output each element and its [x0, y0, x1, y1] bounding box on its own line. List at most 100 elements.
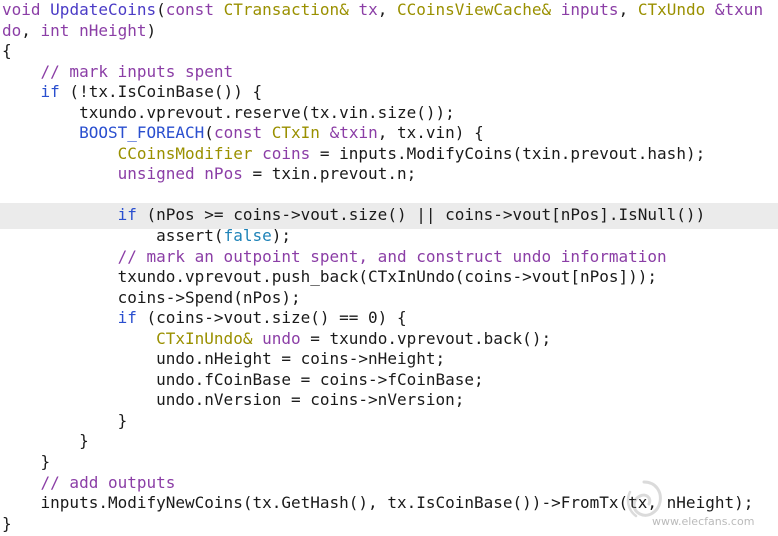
code-line[interactable]: CCoinsModifier coins = inputs.ModifyCoin… — [0, 144, 778, 165]
code-token: &txin — [329, 123, 378, 143]
code-token: } — [2, 513, 12, 533]
code-token: undo.fCoinBase = coins->fCoinBase; — [2, 369, 484, 389]
code-token — [320, 123, 330, 142]
code-token: const — [165, 0, 214, 19]
code-line[interactable]: } — [0, 514, 778, 535]
code-token: = inputs.ModifyCoins(txin.prevout.hash); — [310, 143, 706, 163]
code-token: nPos — [204, 164, 243, 184]
code-token — [2, 164, 118, 183]
code-line[interactable]: } — [0, 452, 778, 473]
code-token: undo — [262, 328, 301, 348]
code-token: // mark inputs spent — [40, 61, 234, 81]
code-token: coins — [262, 143, 311, 163]
code-line[interactable]: } — [0, 431, 778, 452]
code-token: , — [21, 20, 41, 40]
code-token: CCoinsViewCache& — [397, 0, 552, 19]
code-token: = txundo.vprevout.back(); — [300, 328, 552, 348]
code-token: } — [2, 410, 128, 430]
code-token — [214, 0, 224, 19]
code-token: assert( — [2, 226, 224, 246]
code-token — [195, 164, 205, 183]
code-token: inputs — [560, 0, 619, 19]
code-token — [2, 247, 118, 266]
code-token — [2, 308, 118, 327]
code-token — [551, 0, 561, 19]
code-token: { — [2, 41, 12, 61]
code-token — [69, 21, 79, 40]
code-token — [2, 144, 118, 163]
code-token: ( — [204, 123, 214, 143]
code-token: undo.nVersion = coins->nVersion; — [2, 390, 465, 410]
code-token — [2, 205, 118, 224]
code-token: inputs.ModifyNewCoins(tx.GetHash(), tx.I… — [2, 493, 754, 513]
code-token: CTxIn — [271, 123, 320, 143]
code-token: do — [2, 20, 22, 40]
code-line[interactable]: undo.fCoinBase = coins->fCoinBase; — [0, 370, 778, 391]
code-line[interactable]: // mark an outpoint spent, and construct… — [0, 247, 778, 268]
code-line[interactable]: void UpdateCoins(const CTransaction& tx,… — [0, 0, 778, 21]
code-token: ) — [146, 20, 157, 40]
code-token: void — [2, 0, 41, 19]
code-line[interactable]: } — [0, 411, 778, 432]
code-token: tx — [358, 0, 378, 19]
code-token: nHeight — [79, 20, 147, 40]
code-token: , — [377, 0, 397, 19]
code-token: if — [117, 205, 137, 225]
code-token: (nPos >= coins->vout.size() || coins->vo… — [136, 205, 706, 225]
code-token: if — [117, 308, 137, 328]
code-token: } — [2, 452, 51, 472]
code-line[interactable]: // add outputs — [0, 473, 778, 494]
code-line[interactable]: undo.nVersion = coins->nVersion; — [0, 390, 778, 411]
code-token: txundo.vprevout.reserve(tx.vin.size()); — [2, 102, 455, 122]
code-token: CCoinsModifier — [117, 143, 253, 163]
code-token: , tx.vin) { — [377, 123, 484, 143]
code-line[interactable]: coins->Spend(nPos); — [0, 288, 778, 309]
code-token: &txun — [714, 0, 764, 19]
code-line[interactable]: do, int nHeight) — [0, 21, 778, 42]
code-token: false — [223, 226, 272, 246]
code-line[interactable]: txundo.vprevout.push_back(CTxInUndo(coin… — [0, 267, 778, 288]
code-token: (!tx.IsCoinBase()) { — [59, 82, 263, 102]
code-token: } — [2, 431, 89, 451]
code-token: ( — [156, 0, 166, 19]
code-line[interactable]: txundo.vprevout.reserve(tx.vin.size()); — [0, 103, 778, 124]
code-token: , — [618, 0, 638, 19]
code-line[interactable]: { — [0, 41, 778, 62]
code-token — [2, 473, 41, 492]
code-token — [705, 0, 715, 19]
code-token: const — [213, 123, 263, 143]
code-token: = txin.prevout.n; — [242, 164, 417, 184]
code-line[interactable]: BOOST_FOREACH(const CTxIn &txin, tx.vin)… — [0, 123, 778, 144]
code-token: CTxInUndo& — [156, 328, 253, 348]
code-token — [2, 62, 41, 81]
code-token: ); — [271, 226, 291, 246]
code-token — [2, 123, 79, 142]
code-token — [262, 123, 272, 142]
code-line[interactable]: if (!tx.IsCoinBase()) { — [0, 82, 778, 103]
code-token: BOOST_FOREACH — [79, 123, 205, 143]
code-line[interactable] — [0, 185, 778, 206]
current-code-line[interactable]: if (nPos >= coins->vout.size() || coins-… — [0, 205, 778, 227]
code-token: unsigned — [117, 164, 195, 184]
code-token: CTransaction& — [223, 0, 349, 19]
code-token: // add outputs — [40, 472, 176, 492]
code-token: coins->Spend(nPos); — [2, 287, 301, 307]
code-line[interactable]: if (coins->vout.size() == 0) { — [0, 308, 778, 329]
code-token: UpdateCoins — [50, 0, 157, 19]
code-token: if — [40, 82, 60, 102]
code-line[interactable]: CTxInUndo& undo = txundo.vprevout.back()… — [0, 329, 778, 350]
code-line[interactable]: assert(false); — [0, 226, 778, 247]
code-line[interactable]: // mark inputs spent — [0, 62, 778, 83]
code-token: CTxUndo — [637, 0, 706, 19]
code-line[interactable]: inputs.ModifyNewCoins(tx.GetHash(), tx.I… — [0, 493, 778, 514]
code-token — [2, 329, 156, 348]
code-token: txundo.vprevout.push_back(CTxInUndo(coin… — [2, 267, 658, 287]
code-token: (coins->vout.size() == 0) { — [136, 308, 407, 328]
code-line[interactable]: unsigned nPos = txin.prevout.n; — [0, 164, 778, 185]
code-token: undo.nHeight = coins->nHeight; — [2, 349, 446, 369]
code-token — [2, 82, 41, 101]
code-line[interactable]: undo.nHeight = coins->nHeight; — [0, 349, 778, 370]
code-token: int — [40, 20, 70, 40]
code-token — [252, 144, 262, 163]
